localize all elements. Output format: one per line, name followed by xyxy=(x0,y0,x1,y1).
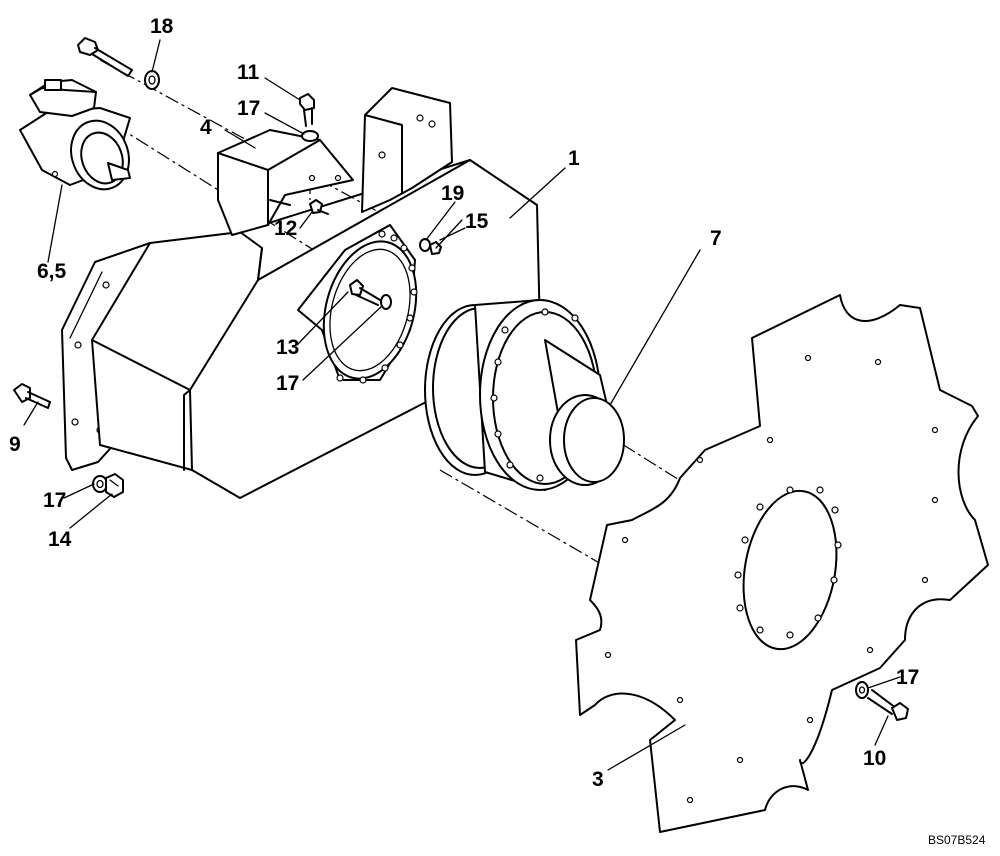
mounting-plate xyxy=(575,294,989,833)
label-part-19: 19 xyxy=(441,182,465,205)
drawing-code: BS07B524 xyxy=(928,833,986,847)
drive-hub xyxy=(424,299,625,491)
label-part-17-c: 17 xyxy=(43,489,67,512)
bolt-12 xyxy=(309,199,329,215)
label-part-6-5: 6,5 xyxy=(37,260,67,283)
label-part-17-d: 17 xyxy=(896,666,920,689)
label-part-12: 12 xyxy=(274,217,298,240)
label-part-1: 1 xyxy=(568,147,580,170)
guard-cover xyxy=(217,129,354,236)
leader-lines xyxy=(23,39,901,771)
hydraulic-motor xyxy=(19,79,131,191)
label-part-17-b: 17 xyxy=(276,372,300,395)
label-part-14: 14 xyxy=(48,528,72,551)
bolt-9 xyxy=(13,383,51,409)
label-part-17: 17 xyxy=(237,97,261,120)
label-part-13: 13 xyxy=(276,336,300,359)
bolt-18 xyxy=(77,37,160,90)
label-part-7: 7 xyxy=(710,227,722,250)
bolt-10 xyxy=(855,681,909,721)
label-part-3: 3 xyxy=(592,768,604,791)
nut-14 xyxy=(92,473,124,498)
label-part-10: 10 xyxy=(863,747,887,770)
label-part-11: 11 xyxy=(237,61,260,84)
label-part-18: 18 xyxy=(150,15,174,38)
label-part-15: 15 xyxy=(465,210,489,233)
label-part-4: 4 xyxy=(200,116,212,139)
label-part-9: 9 xyxy=(9,433,21,456)
bolt-13 xyxy=(349,279,392,310)
bolt-11 xyxy=(299,93,319,142)
